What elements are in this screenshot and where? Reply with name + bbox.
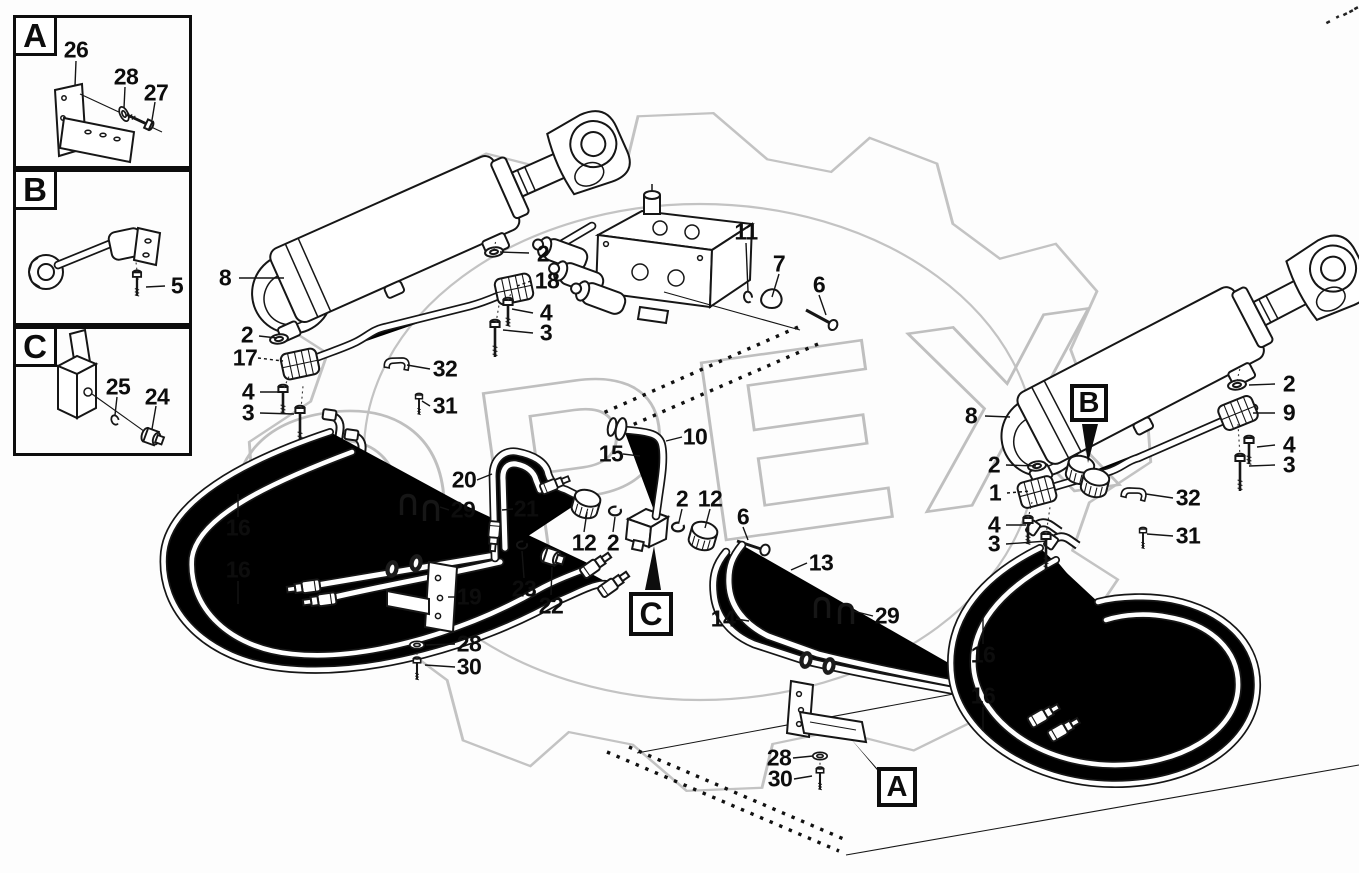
callout-3d: 3	[987, 530, 1001, 557]
callout-5: 5	[170, 272, 184, 299]
pipe-10	[606, 417, 663, 516]
inset-letter-c: C	[23, 327, 47, 365]
inset-box-c	[13, 326, 192, 456]
valve-small-parts	[742, 288, 839, 332]
callout-10: 10	[682, 423, 708, 450]
callout-2f: 2	[987, 451, 1001, 478]
inset-b-art	[28, 226, 162, 298]
inset-tab-a: A	[13, 15, 57, 56]
callout-31b: 31	[1175, 522, 1201, 549]
right-hoses	[951, 515, 1257, 784]
callout-29: 29	[450, 496, 476, 523]
callout-6b: 6	[736, 503, 750, 530]
callout-19: 19	[456, 583, 482, 610]
inset-letter-b: B	[23, 170, 47, 208]
detail-marker-b: B	[1070, 384, 1108, 422]
callout-6: 6	[812, 271, 826, 298]
detail-marker-c: C	[629, 592, 673, 636]
callout-30b: 30	[767, 765, 793, 792]
callout-16d: 16	[970, 682, 996, 709]
axis-lines	[135, 239, 1241, 770]
right-pipe-assembly	[1015, 378, 1261, 571]
callout-27: 27	[143, 79, 169, 106]
callout-17: 17	[232, 344, 258, 371]
callout-13: 13	[808, 549, 834, 576]
inset-box-a	[13, 15, 192, 169]
inset-tab-c: C	[13, 326, 57, 367]
callout-4d: 4	[987, 511, 1001, 538]
callout-21: 21	[513, 495, 539, 522]
callout-26: 26	[63, 36, 89, 63]
callout-32: 32	[432, 355, 458, 382]
callout-1: 1	[988, 479, 1002, 506]
left-hoses	[164, 432, 633, 670]
callout-25: 25	[105, 373, 131, 400]
callout-16: 16	[225, 514, 251, 541]
callout-2e: 2	[1282, 370, 1296, 397]
detail-marker-a: A	[877, 767, 917, 807]
callout-11: 11	[734, 218, 758, 245]
callout-16b: 16	[225, 556, 251, 583]
center-pipes	[285, 452, 584, 681]
callout-15: 15	[598, 440, 624, 467]
callout-4b: 4	[241, 378, 255, 405]
callout-3c: 3	[1282, 451, 1296, 478]
inset-c-art	[55, 328, 167, 449]
callout-3: 3	[539, 319, 553, 346]
callout-22: 22	[538, 592, 564, 619]
left-pipe-assembly	[268, 245, 536, 460]
callout-4: 4	[539, 299, 553, 326]
callout-24: 24	[144, 383, 170, 410]
callout-32b: 32	[1175, 484, 1201, 511]
inset-a-art	[53, 82, 163, 164]
callout-20: 20	[451, 466, 477, 493]
callout-3b: 3	[241, 399, 255, 426]
detail-marker-b-letter: B	[1078, 386, 1100, 419]
corner-marks	[1325, 6, 1359, 25]
inset-letter-a: A	[23, 16, 47, 54]
callout-12b: 12	[697, 485, 723, 512]
callout-2: 2	[536, 240, 550, 267]
callout-12: 12	[571, 529, 597, 556]
callout-28b: 28	[766, 744, 792, 771]
callout-31: 31	[432, 392, 458, 419]
callout-4c: 4	[1282, 431, 1296, 458]
callout-8: 8	[218, 264, 232, 291]
inset-tab-b: B	[13, 169, 57, 210]
callout-7: 7	[772, 250, 786, 277]
callout-2b: 2	[240, 321, 254, 348]
callout-18: 18	[534, 267, 560, 294]
callout-30: 30	[456, 653, 482, 680]
callout-28-inset: 28	[113, 63, 139, 90]
callout-16c: 16	[970, 641, 996, 668]
callout-29b: 29	[874, 602, 900, 629]
control-valve	[532, 184, 755, 325]
detail-marker-c-letter: C	[639, 595, 663, 632]
callout-28: 28	[456, 630, 482, 657]
inset-box-b	[13, 169, 192, 326]
callout-2c: 2	[606, 529, 620, 556]
callout-14: 14	[710, 605, 736, 632]
leader-lines	[74, 60, 1276, 780]
detail-marker-a-letter: A	[886, 770, 908, 803]
callout-8b: 8	[964, 402, 978, 429]
callout-23: 23	[511, 575, 537, 602]
callout-9: 9	[1282, 399, 1296, 426]
callout-2d: 2	[675, 485, 689, 512]
